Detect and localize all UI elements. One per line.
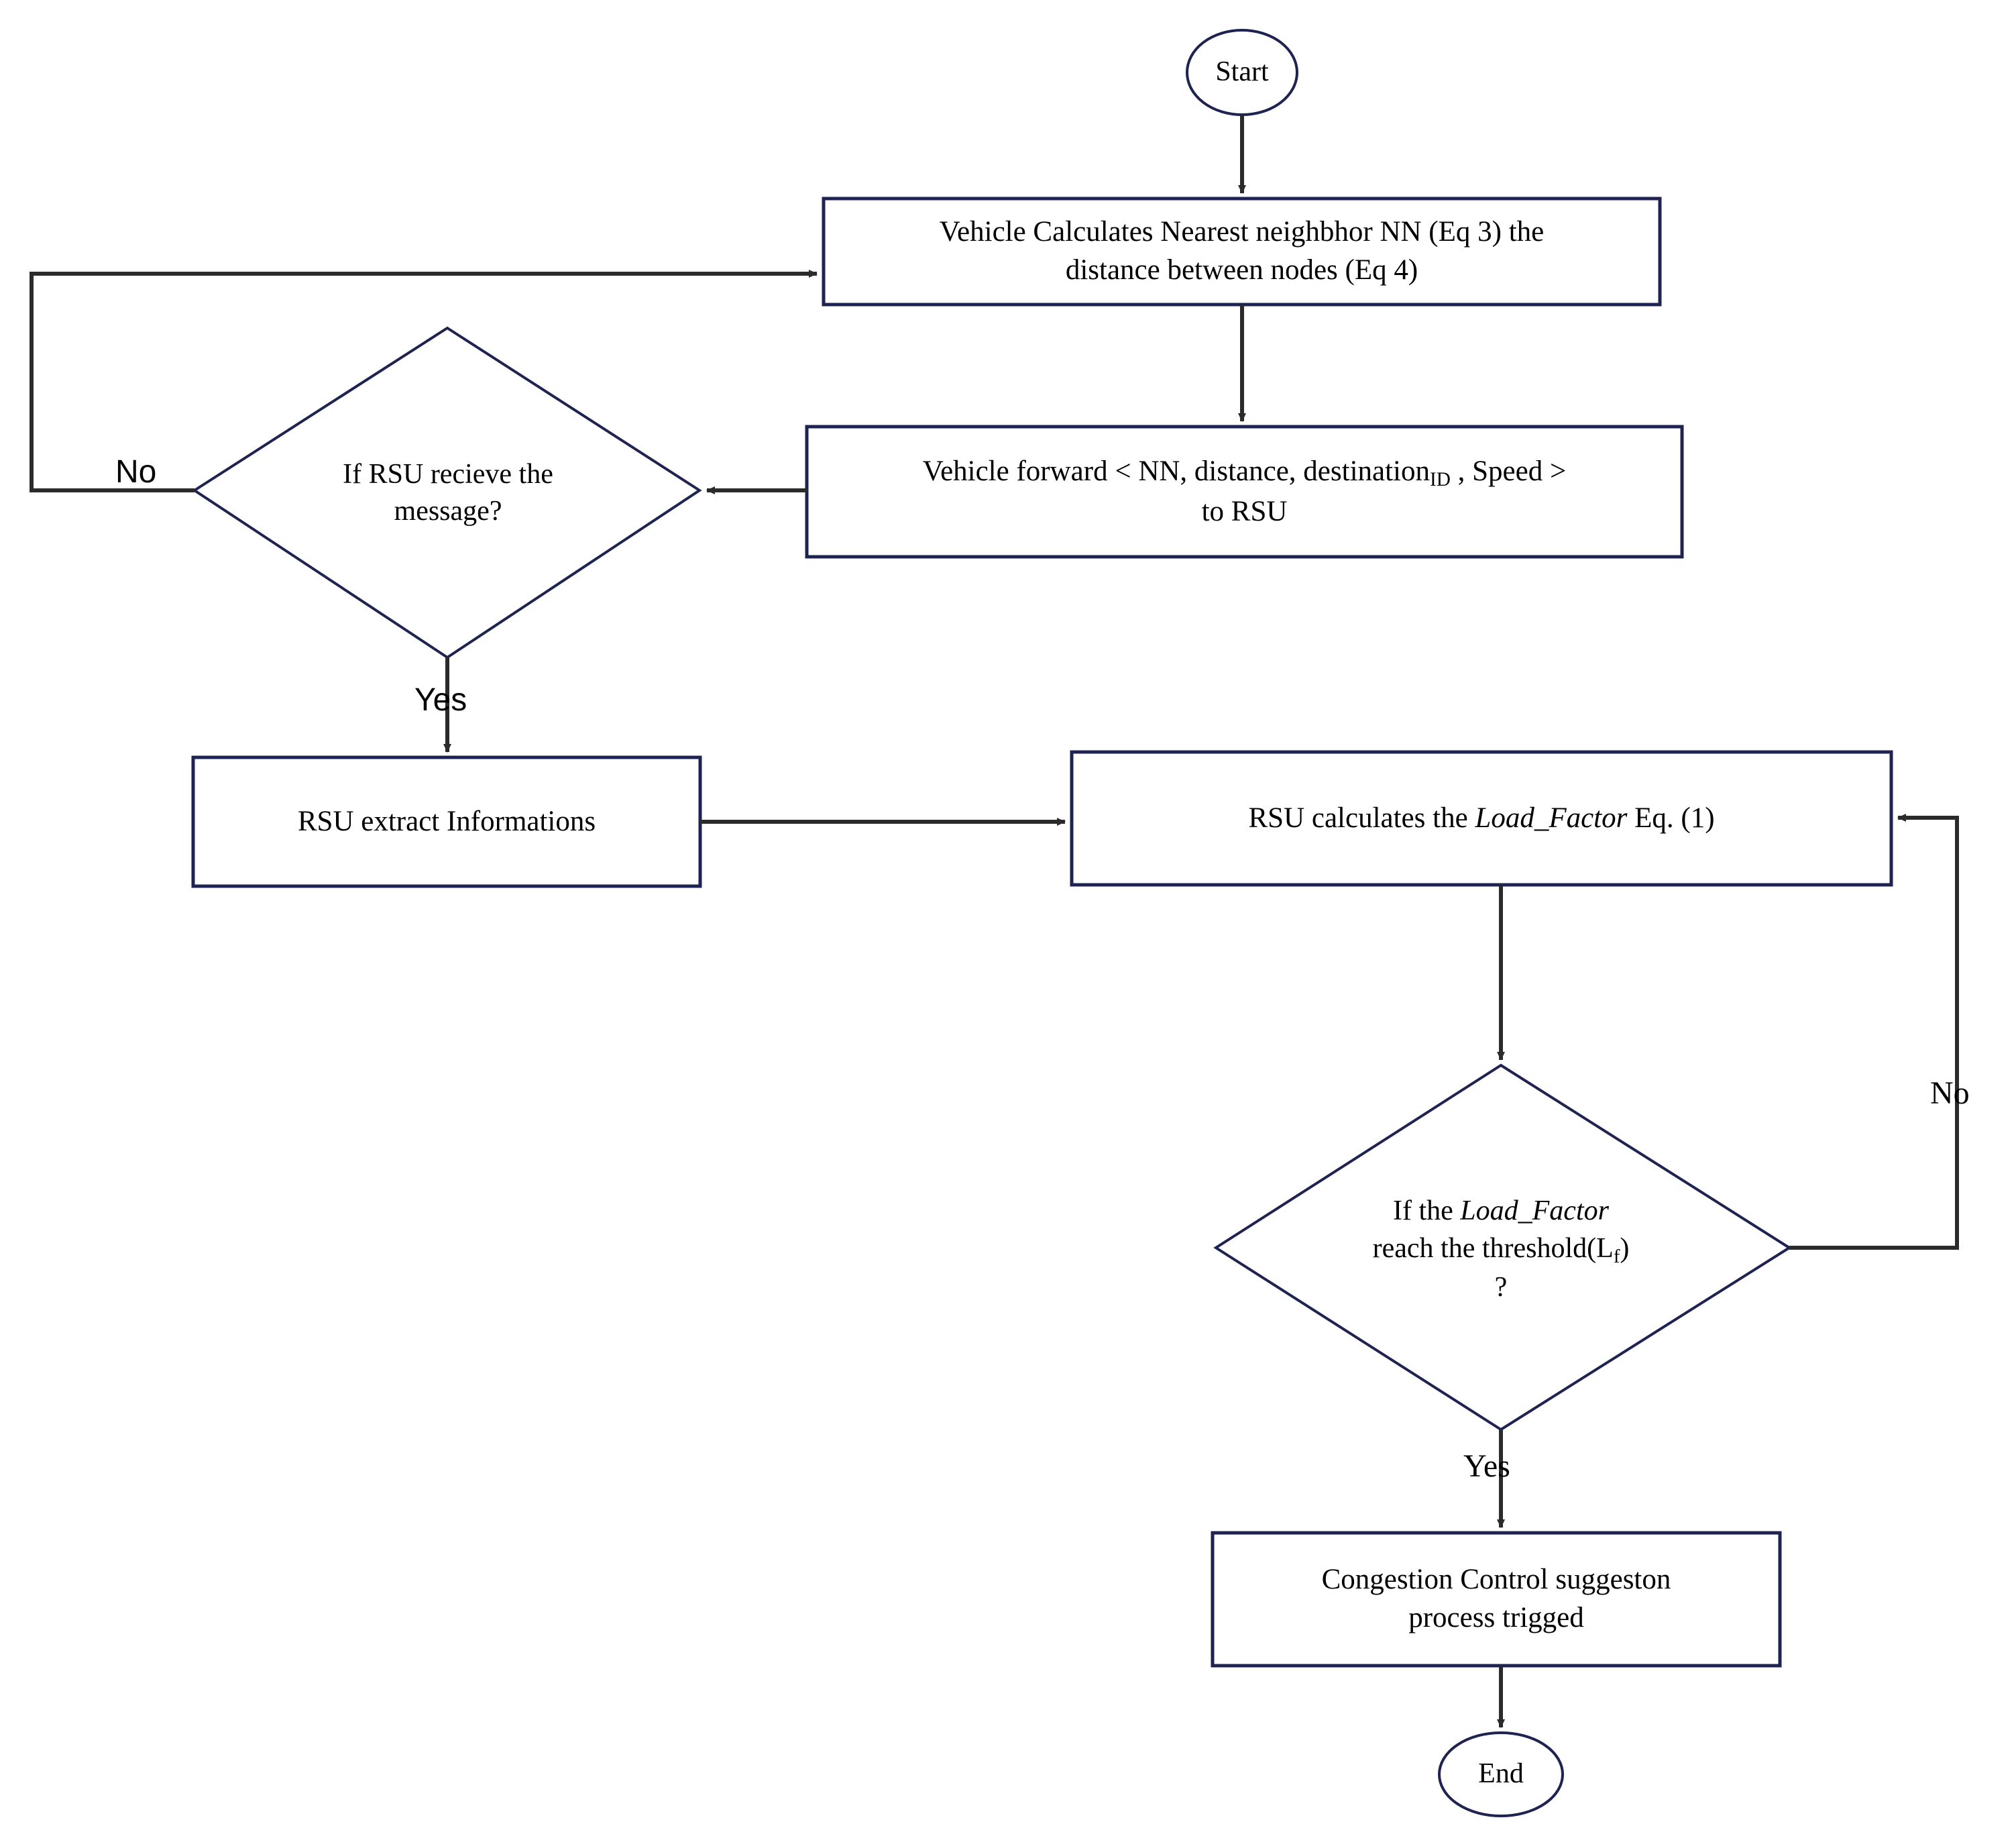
congestion-line-1: Congestion Control suggeston (1321, 1564, 1671, 1596)
rsu-receive-line-2: message? (394, 496, 502, 527)
congestion-process-shape (1211, 1531, 1782, 1668)
calc-nn-line-1: Vehicle Calculates Nearest neighbhor NN … (939, 216, 1545, 248)
threshold-italic-term: Load_Factor (1460, 1195, 1609, 1227)
end-terminator-shape (1438, 1731, 1564, 1817)
calc-nn-line-2: distance between nodes (Eq 4) (1065, 254, 1418, 286)
end-terminator-label: End (1478, 1758, 1524, 1790)
threshold-line-3: ? (1494, 1272, 1508, 1303)
calc-nn-process-label: Vehicle Calculates Nearest neighbhor NN … (830, 205, 1653, 298)
load-factor-line: RSU calculates the Load_Factor Eq. (1) (1248, 802, 1715, 834)
extract-process-shape (191, 755, 702, 888)
load-factor-process-label: RSU calculates the Load_Factor Eq. (1) (1078, 759, 1885, 878)
edge-label-rsu-yes: Yes (414, 682, 467, 718)
rsu-receive-decision-label: If RSU recieve the message? (262, 443, 634, 543)
congestion-line-2: process trigged (1408, 1602, 1584, 1633)
start-terminator-label: Start (1215, 56, 1269, 88)
extract-process-label: RSU extract Informations (297, 805, 596, 837)
edge-label-threshold-yes: Yes (1463, 1448, 1510, 1484)
forward-process-shape (805, 425, 1684, 559)
load-factor-process-shape (1070, 750, 1893, 887)
forward-process-label: Vehicle forward < NN, distance, destinat… (814, 433, 1675, 550)
forward-line-2: to RSU (1201, 495, 1288, 527)
load-factor-italic-term: Load_Factor (1475, 802, 1628, 834)
calc-nn-process-shape (822, 197, 1662, 307)
threshold-line-1: If the Load_Factor (1393, 1195, 1609, 1227)
rsu-receive-line-1: If RSU recieve the (343, 458, 553, 490)
destination-id-subscript: ID (1430, 468, 1451, 490)
connector-rsu-no-loop-to-calc (30, 270, 818, 492)
forward-line-1: Vehicle forward < NN, distance, destinat… (922, 455, 1567, 490)
congestion-process-label: Congestion Control suggeston process tri… (1219, 1540, 1773, 1659)
connector-threshold-no-loop-to-load-factor (1789, 814, 1959, 1250)
edge-label-threshold-no: No (1930, 1075, 1970, 1111)
threshold-decision-label: If the Load_Factor reach the threshold(L… (1293, 1175, 1709, 1324)
threshold-line-2: reach the threshold(Lf) (1372, 1232, 1630, 1267)
start-terminator-shape (1186, 29, 1298, 116)
edge-label-rsu-no: No (115, 454, 157, 490)
lf-subscript: f (1613, 1246, 1620, 1267)
